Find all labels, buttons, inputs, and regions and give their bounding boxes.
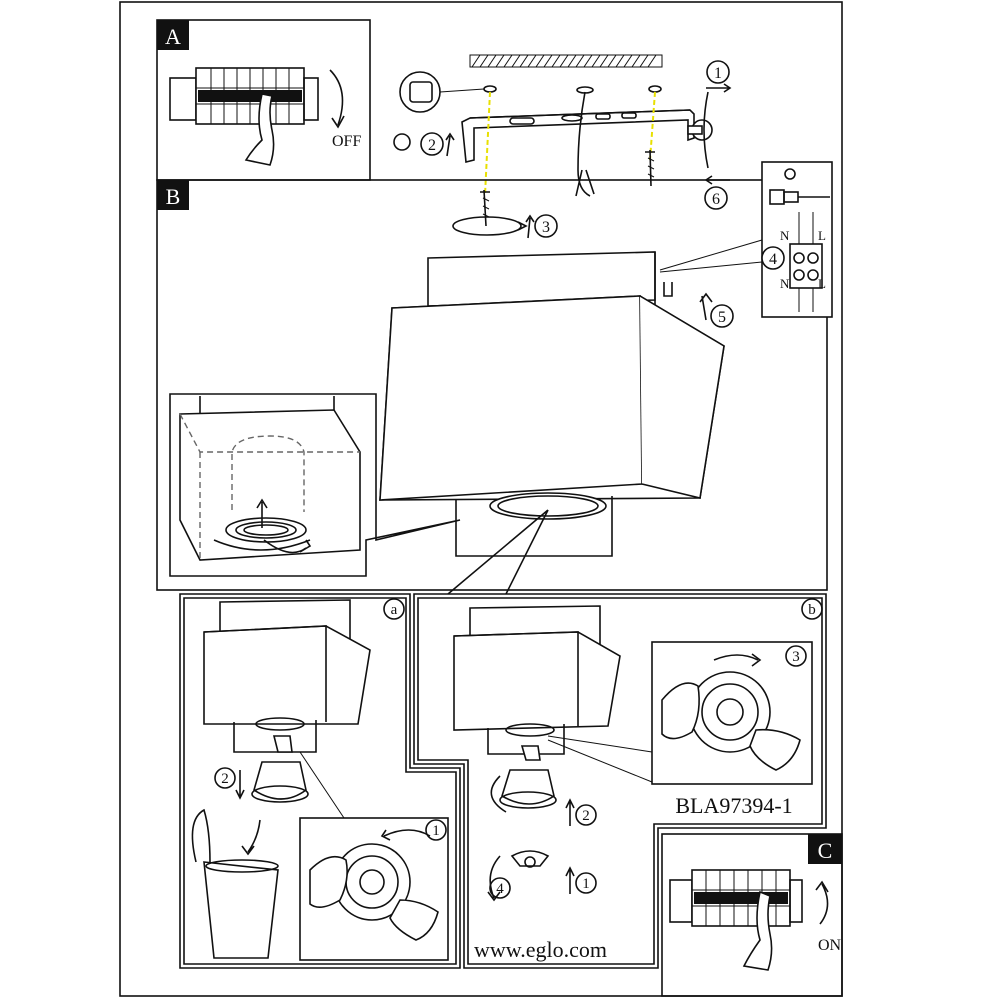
- hand-icon: [244, 93, 275, 166]
- step-1-marker-b: 1: [582, 876, 590, 892]
- step-2-marker-a: 2: [221, 771, 229, 787]
- switch-on-arrow: [815, 880, 829, 925]
- ceiling-surface: [469, 54, 663, 68]
- alignment-guide-right: [649, 91, 656, 161]
- section-c-frame: [661, 833, 843, 997]
- shade-front: [379, 295, 643, 501]
- step-2-marker-top: 2: [428, 137, 436, 154]
- retaining-clip-icon: [510, 850, 550, 867]
- luminaire-b: [453, 631, 621, 731]
- step-1-marker-a: 1: [432, 823, 440, 839]
- terminal-n-bottom: N: [780, 276, 790, 291]
- drill-hole-left: [483, 85, 497, 93]
- website-url: www.eglo.com: [474, 937, 607, 962]
- section-a: A OFF: [156, 19, 371, 181]
- sub-panel-b: b 2 4 1 3 BLA97394-1: [413, 593, 827, 969]
- waste-bin-icon: [203, 861, 279, 959]
- wiring-terminal-inset: N L N L 4: [659, 161, 833, 318]
- page-frame: [119, 1, 843, 997]
- hand-left-icon: [661, 682, 700, 740]
- section-b-label: B: [166, 184, 181, 209]
- luminaire-main: 5: [379, 251, 734, 557]
- terminal-l-top: L: [818, 228, 826, 243]
- circuit-breaker-panel-off: [169, 67, 319, 125]
- cutaway-detail-inset: [169, 393, 461, 577]
- screw-left-icon: [480, 189, 490, 227]
- shade-side: [639, 295, 725, 499]
- hidden-lamp-holder: [231, 435, 305, 512]
- sub-panel-b-label: b: [808, 602, 816, 618]
- shade-lower: [455, 496, 613, 557]
- alignment-guide-left: [484, 91, 491, 196]
- step-1-marker-top: 1: [714, 65, 722, 82]
- hand-left-icon: [309, 855, 348, 908]
- earth-symbol-icon: [784, 168, 796, 180]
- section-b: B N L N L 4: [156, 161, 833, 591]
- terminal-l-bottom: L: [818, 276, 826, 291]
- mains-cable: [577, 91, 591, 197]
- sub-panel-a: a 2 1: [179, 593, 461, 969]
- section-a-label: A: [165, 24, 181, 49]
- section-c-label: C: [818, 838, 833, 863]
- spot-ring: [489, 492, 607, 520]
- terminal-block: [789, 243, 823, 289]
- on-label: ON: [818, 937, 842, 954]
- sub-panel-a-frame: [179, 593, 461, 969]
- section-c-label-bg: [808, 834, 842, 864]
- step-5-marker: 5: [718, 309, 726, 326]
- model-code: BLA97394-1: [675, 793, 792, 818]
- section-c: C ON: [661, 833, 843, 997]
- gu10-bulb-b: [520, 745, 541, 761]
- fixing-screw-icon: [393, 133, 411, 151]
- step-4-marker-wiring: 4: [769, 251, 777, 268]
- step-3-marker-top: 3: [542, 219, 550, 236]
- step-2-marker-b: 2: [582, 808, 590, 824]
- section-a-label-bg: [157, 20, 189, 50]
- drill-hole-right: [648, 85, 662, 93]
- terminal-n-top: N: [780, 228, 790, 243]
- step-4-marker-b: 4: [496, 881, 504, 897]
- sub-panel-a-label: a: [391, 602, 398, 618]
- sub-panel-b-frame: [413, 593, 827, 969]
- circuit-breaker-panel-on: [669, 869, 803, 927]
- hand-right-icon: [389, 899, 439, 941]
- step-3-marker-b: 3: [792, 649, 800, 665]
- section-b-label-bg: [157, 180, 189, 210]
- hand-right-icon: [749, 728, 801, 771]
- switch-off-arrow: [329, 69, 344, 126]
- step-6-marker: 6: [712, 191, 720, 208]
- detail-callout-lines: [447, 509, 549, 595]
- hand-icon: [742, 890, 773, 971]
- section-b-frame: [156, 179, 828, 591]
- gu10-bulb-a: [272, 735, 293, 753]
- off-label: OFF: [332, 133, 361, 150]
- luminaire-a: [203, 625, 371, 725]
- mounting-bracket-step: 2 3 1 6: [393, 54, 732, 239]
- wiring-inset-frame: [761, 161, 833, 318]
- keyhole-slot: [663, 282, 673, 297]
